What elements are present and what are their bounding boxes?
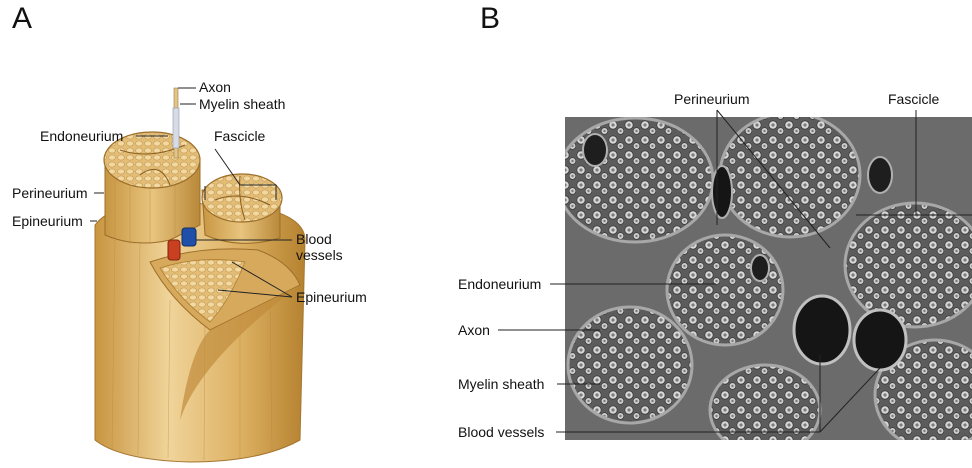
label-b-perineurium: Perineurium [674, 92, 749, 106]
label-b-fascicle: Fascicle [888, 92, 939, 106]
label-b-axon: Axon [458, 323, 490, 337]
label-b-myelin-sheath: Myelin sheath [458, 377, 544, 391]
label-b-blood-vessels: Blood vessels [458, 425, 544, 439]
label-b-endoneurium: Endoneurium [458, 277, 541, 291]
